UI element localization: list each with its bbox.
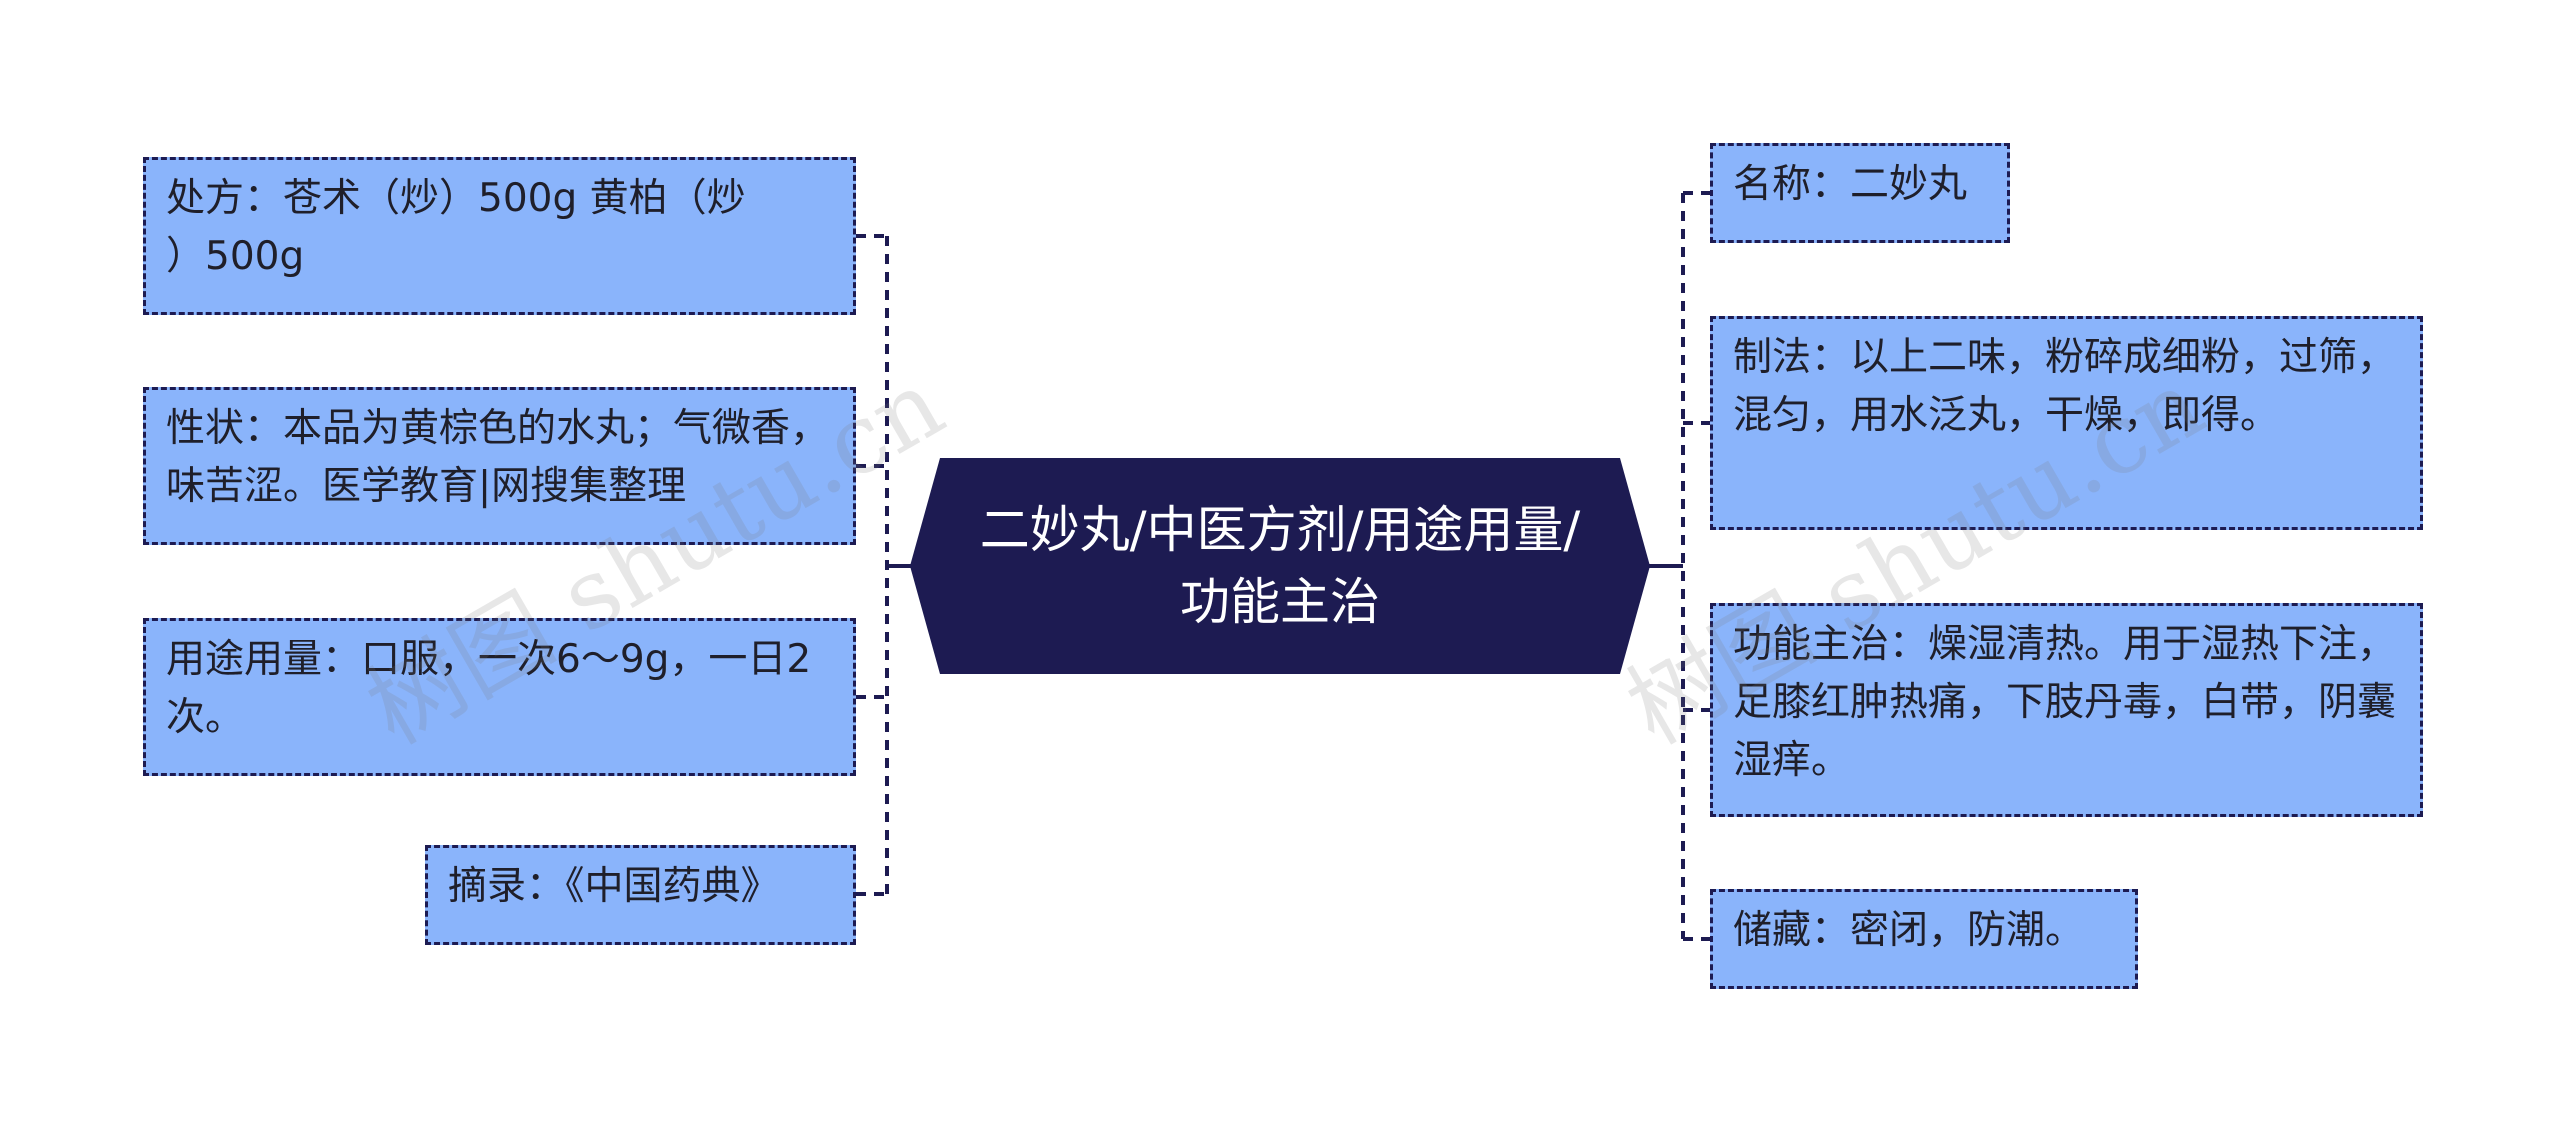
right-node-storage[interactable]: 储藏：密闭，防潮。 [1710, 889, 2138, 989]
central-topic[interactable]: 二妙丸/中医方剂/用途用量/功能主治 [910, 458, 1650, 674]
central-topic-label: 二妙丸/中医方剂/用途用量/功能主治 [979, 501, 1581, 631]
left-node-source[interactable]: 摘录：《中国药典》 [425, 845, 856, 945]
central-topic-shape [910, 458, 1650, 674]
left-node-usage-dosage[interactable]: 用途用量：口服，一次6～9g，一日2次。 [143, 618, 856, 776]
left-node-prescription[interactable]: 处方：苍术（炒）500g 黄柏（炒 ）500g [143, 157, 856, 315]
right-node-functions[interactable]: 功能主治：燥湿清热。用于湿热下注，足膝红肿热痛，下肢丹毒，白带，阴囊湿痒。 [1710, 603, 2423, 817]
right-node-name[interactable]: 名称：二妙丸 [1710, 143, 2010, 243]
left-node-properties[interactable]: 性状：本品为黄棕色的水丸；气微香，味苦涩。医学教育|网搜集整理 [143, 387, 856, 545]
right-node-preparation[interactable]: 制法：以上二味，粉碎成细粉，过筛，混匀，用水泛丸，干燥，即得。 [1710, 316, 2423, 530]
